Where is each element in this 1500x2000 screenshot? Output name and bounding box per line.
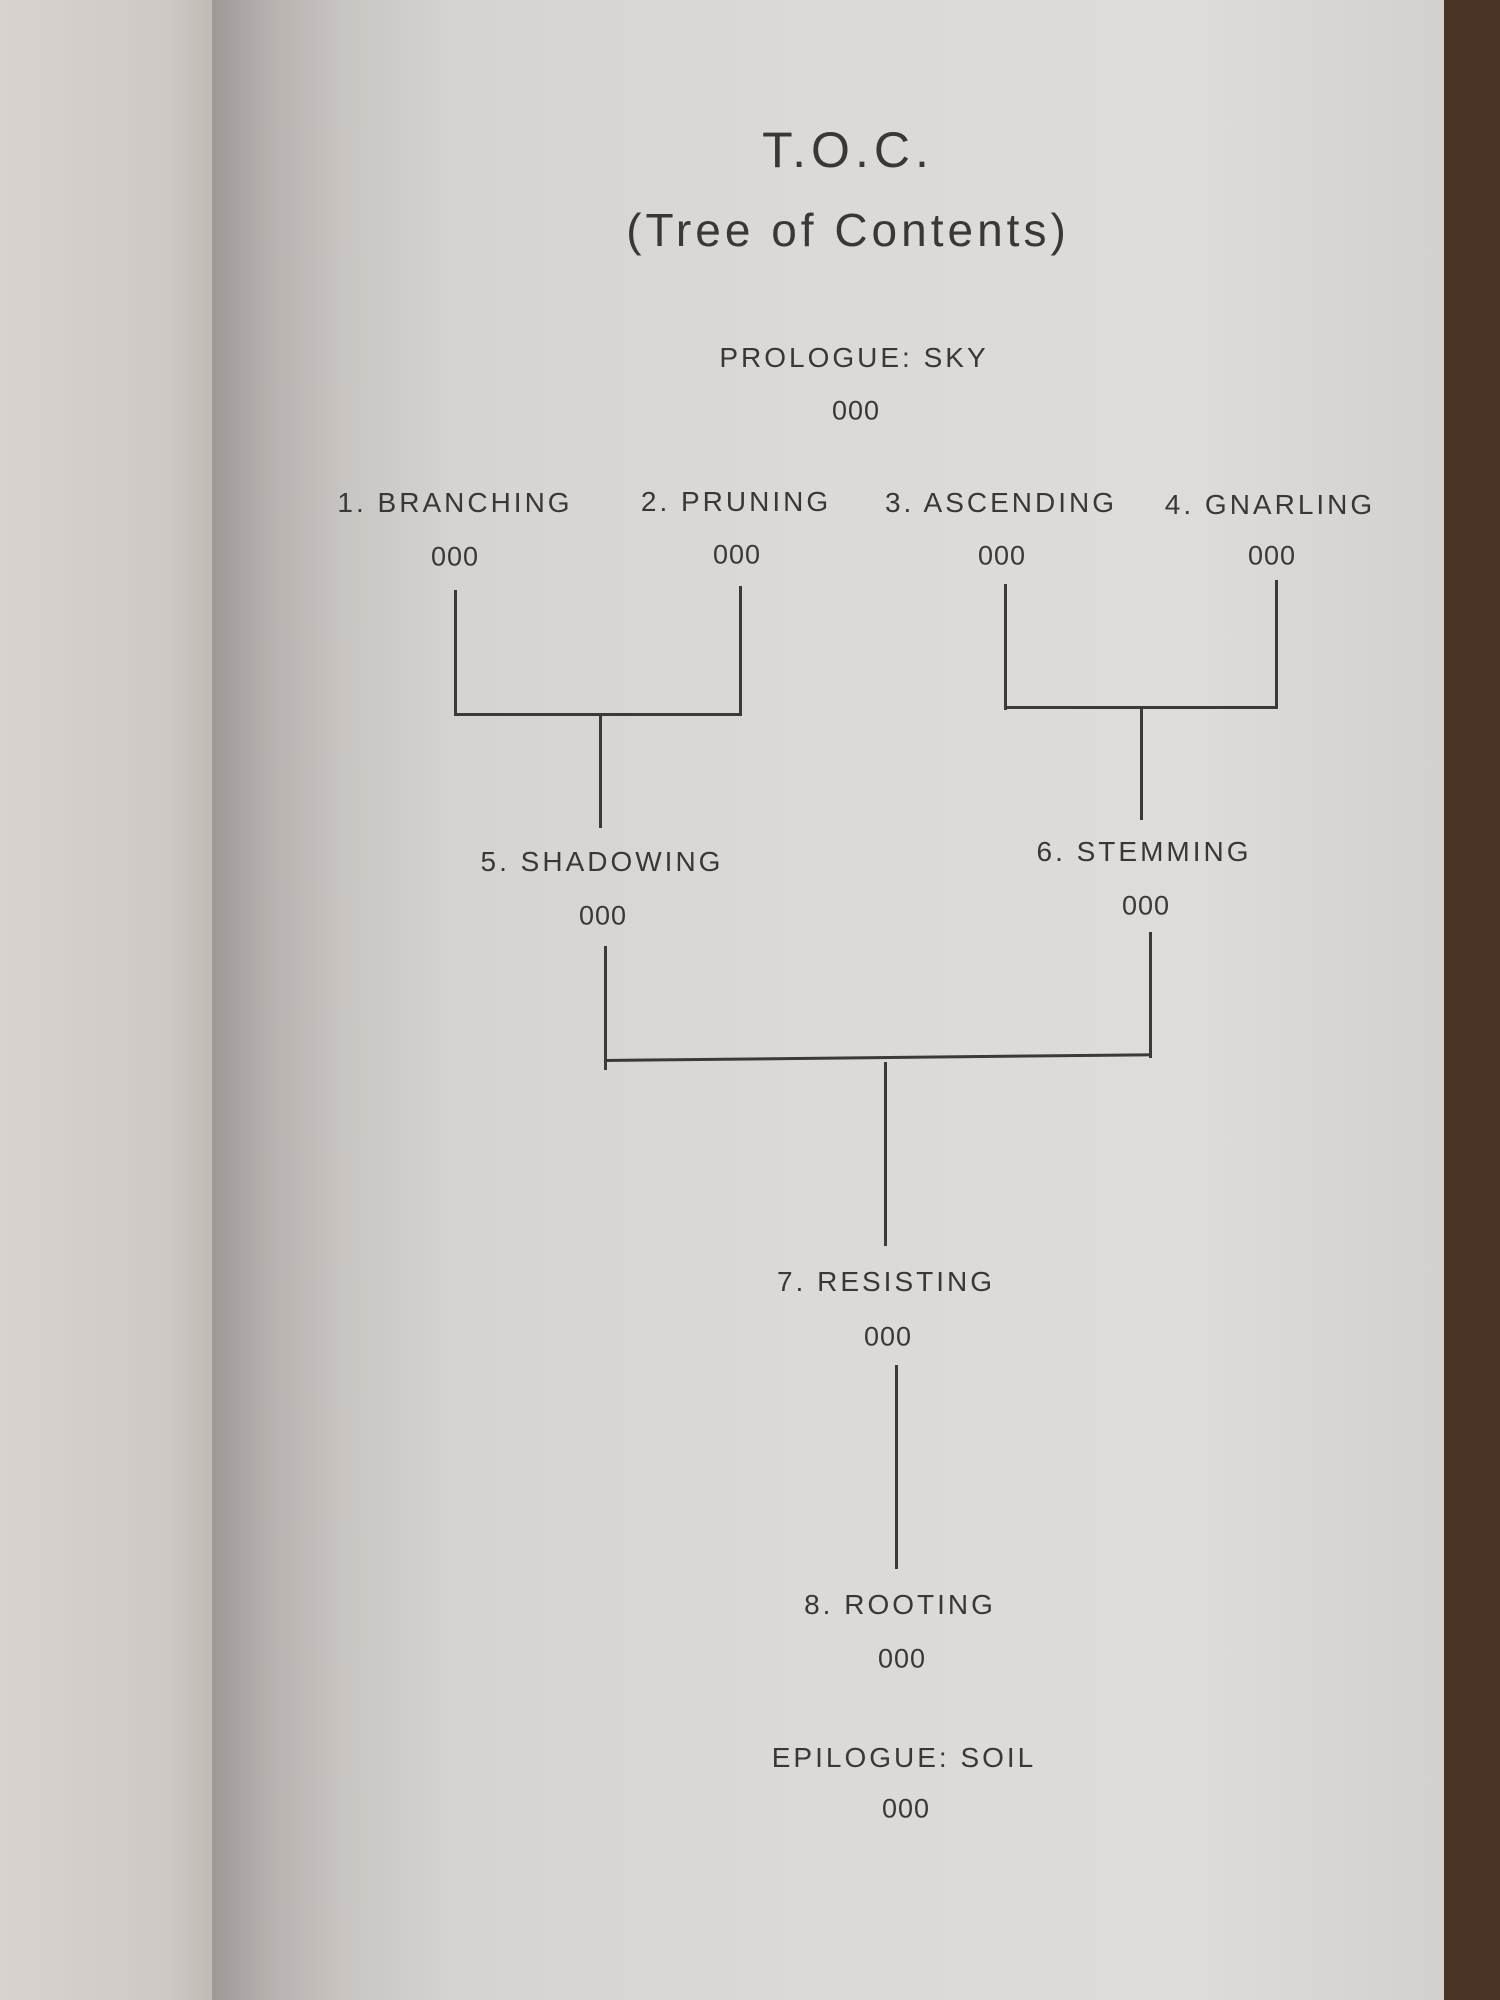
chapter-5-label: 5. SHADOWING [480,846,724,877]
chapter-2-label: 2. PRUNING [640,486,832,517]
tree-line [895,1365,898,1569]
chapter-4-label: 4. GNARLING [1164,489,1376,520]
tree-line [454,713,742,716]
chapter-1-label: 1. BRANCHING [337,487,573,518]
chapter-3-label: 3. ASCENDING [884,487,1118,518]
epilogue-label: EPILOGUE: SOIL [771,1742,1037,1773]
chapter-3-page: 000 [977,540,1027,571]
tree-line [884,1062,887,1246]
tree-line [1275,580,1278,708]
chapter-2-page: 000 [712,539,762,570]
chapter-5-page: 000 [578,900,628,931]
toc-title: T.O.C. [762,122,934,178]
prologue-label: PROLOGUE: SKY [719,342,989,373]
chapter-7-page: 000 [863,1321,913,1352]
chapter-8-page: 000 [877,1643,927,1674]
chapter-6-label: 6. STEMMING [1036,836,1252,867]
left-page [0,0,240,2000]
prologue-page: 000 [831,395,881,426]
tree-line [1004,584,1007,710]
tree-line [1140,707,1143,820]
chapter-8-label: 8. ROOTING [804,1589,996,1620]
tree-line [604,946,607,1070]
tree-line [454,590,457,716]
chapter-1-page: 000 [430,541,480,572]
tree-line [739,586,742,714]
chapter-4-page: 000 [1247,540,1297,571]
chapter-7-label: 7. RESISTING [776,1266,996,1297]
chapter-6-page: 000 [1121,890,1171,921]
tree-line [1149,932,1152,1058]
epilogue-page: 000 [881,1793,931,1824]
toc-subtitle: (Tree of Contents) [626,204,1070,256]
book-page [212,0,1444,2000]
tree-line [599,714,602,828]
